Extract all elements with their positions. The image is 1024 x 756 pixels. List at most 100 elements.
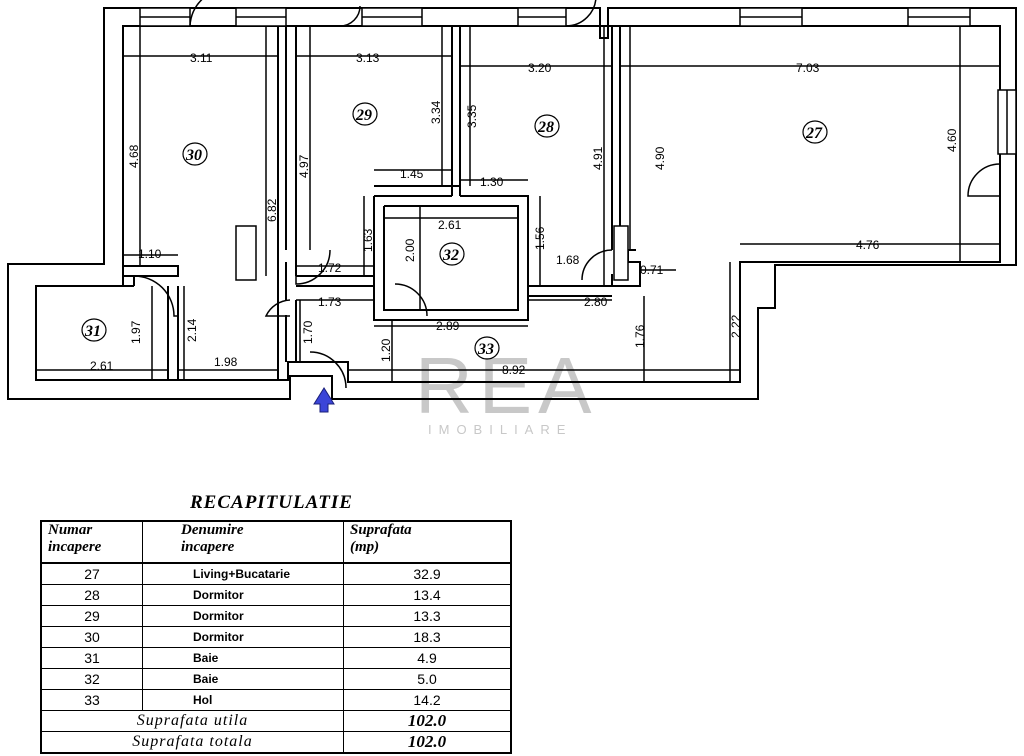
dim-label: 3.35 bbox=[465, 104, 479, 128]
room-label-31: 31 bbox=[84, 323, 101, 340]
windows bbox=[139, 7, 1017, 155]
dim-label: 2.14 bbox=[185, 318, 199, 342]
row-number: 30 bbox=[40, 626, 143, 648]
row-name: Dormitor bbox=[142, 626, 344, 648]
room-label-30: 30 bbox=[185, 147, 202, 164]
useful-area-row: Suprafata utila 102.0 bbox=[40, 710, 512, 732]
dim-label: 0.71 bbox=[640, 263, 664, 277]
recap-title: RECAPITULATIE bbox=[190, 492, 353, 513]
table-row: 29 Dormitor 13.3 bbox=[40, 605, 512, 627]
dim-label: 3.13 bbox=[356, 51, 380, 65]
row-number: 31 bbox=[40, 647, 143, 669]
row-number: 32 bbox=[40, 668, 143, 690]
dim-label: 1.76 bbox=[633, 324, 647, 348]
row-number: 28 bbox=[40, 584, 143, 606]
row-name: Dormitor bbox=[142, 584, 344, 606]
dim-label: 2.61 bbox=[438, 218, 462, 232]
fixture bbox=[613, 225, 629, 281]
row-area: 4.9 bbox=[343, 647, 512, 669]
table-row: 31 Baie 4.9 bbox=[40, 647, 512, 669]
row-area: 13.4 bbox=[343, 584, 512, 606]
dim-label: 4.76 bbox=[856, 238, 880, 252]
dim-label: 1.72 bbox=[318, 261, 342, 275]
useful-area-value: 102.0 bbox=[343, 710, 512, 732]
dim-label: 1.73 bbox=[318, 295, 342, 309]
row-number: 33 bbox=[40, 689, 143, 711]
dim-label: 1.56 bbox=[533, 226, 547, 250]
total-area-value: 102.0 bbox=[343, 731, 512, 754]
floor-plan: REA IMOBILIARE bbox=[7, 0, 1017, 437]
dim-label: 2.89 bbox=[436, 319, 460, 333]
entrance-arrow-icon bbox=[313, 387, 335, 413]
row-name: Dormitor bbox=[142, 605, 344, 627]
dim-label: 2.00 bbox=[403, 238, 417, 262]
row-name: Living+Bucatarie bbox=[142, 562, 344, 585]
room-label-27: 27 bbox=[805, 125, 823, 142]
watermark: REA IMOBILIARE bbox=[415, 341, 598, 437]
room-label-28: 28 bbox=[537, 119, 554, 136]
dimension-labels: 3.11 3.13 3.20 7.03 4.68 4.97 3.34 3.35 … bbox=[90, 51, 959, 377]
dim-label: 8.92 bbox=[502, 363, 526, 377]
recap-header-row: Numar incapere Denumire incapere Suprafa… bbox=[40, 520, 512, 564]
dim-label: 1.70 bbox=[301, 320, 315, 344]
dim-label: 4.90 bbox=[653, 146, 667, 170]
dim-label: 2.80 bbox=[584, 295, 608, 309]
dim-label: 4.91 bbox=[591, 146, 605, 170]
header-area: Suprafata (mp) bbox=[343, 520, 512, 564]
table-row: 32 Baie 5.0 bbox=[40, 668, 512, 690]
room-labels bbox=[81, 102, 828, 360]
dim-label: 3.11 bbox=[190, 51, 213, 65]
dim-label: 1.30 bbox=[480, 175, 504, 189]
dim-label: 7.03 bbox=[796, 61, 820, 75]
table-row: 30 Dormitor 18.3 bbox=[40, 626, 512, 648]
dim-label: 2.22 bbox=[729, 314, 743, 338]
useful-area-label: Suprafata utila bbox=[40, 710, 344, 732]
dim-label: 1.20 bbox=[379, 338, 393, 362]
table-row: 27 Living+Bucatarie 32.9 bbox=[40, 562, 512, 585]
total-area-row: Suprafata totala 102.0 bbox=[40, 731, 512, 754]
walls bbox=[7, 7, 1017, 400]
table-row: 28 Dormitor 13.4 bbox=[40, 584, 512, 606]
row-name: Hol bbox=[142, 689, 344, 711]
dim-label: 1.98 bbox=[214, 355, 238, 369]
recap-table: Numar incapere Denumire incapere Suprafa… bbox=[40, 520, 512, 754]
row-area: 13.3 bbox=[343, 605, 512, 627]
dim-label: 4.68 bbox=[127, 144, 141, 168]
room-label-29: 29 bbox=[355, 107, 372, 124]
dim-label: 1.68 bbox=[556, 253, 580, 267]
row-number: 27 bbox=[40, 562, 143, 585]
dim-label: 1.10 bbox=[138, 247, 162, 261]
dim-label: 6.82 bbox=[265, 198, 279, 222]
total-area-label: Suprafata totala bbox=[40, 731, 344, 754]
header-name-line1: Denumire bbox=[181, 522, 244, 538]
dim-label: 4.60 bbox=[945, 128, 959, 152]
header-area-line2: (mp) bbox=[350, 539, 380, 555]
row-area: 18.3 bbox=[343, 626, 512, 648]
row-name: Baie bbox=[142, 647, 344, 669]
table-row: 33 Hol 14.2 bbox=[40, 689, 512, 711]
dimension-lines bbox=[36, 26, 1000, 382]
row-number: 29 bbox=[40, 605, 143, 627]
header-name-line2: incapere bbox=[181, 539, 235, 555]
doors bbox=[133, 0, 1001, 389]
watermark-sub: IMOBILIARE bbox=[428, 422, 572, 437]
row-area: 5.0 bbox=[343, 668, 512, 690]
dim-label: 2.61 bbox=[90, 359, 114, 373]
header-area-line1: Suprafata bbox=[350, 522, 412, 538]
room-label-33: 33 bbox=[477, 341, 494, 358]
header-number-line1: Numar bbox=[48, 522, 93, 538]
header-name: Denumire incapere bbox=[142, 520, 344, 564]
dim-label: 1.45 bbox=[400, 167, 424, 181]
row-area: 14.2 bbox=[343, 689, 512, 711]
row-area: 32.9 bbox=[343, 562, 512, 585]
dim-label: 3.34 bbox=[429, 100, 443, 124]
dim-label: 1.97 bbox=[129, 320, 143, 344]
header-number: Numar incapere bbox=[40, 520, 143, 564]
header-number-line2: incapere bbox=[48, 539, 102, 555]
room-label-32: 32 bbox=[442, 247, 459, 264]
watermark-brand: REA bbox=[415, 341, 598, 430]
fixture bbox=[235, 225, 257, 281]
row-name: Baie bbox=[142, 668, 344, 690]
dim-label: 3.20 bbox=[528, 61, 552, 75]
dim-label: 1.63 bbox=[361, 228, 375, 252]
